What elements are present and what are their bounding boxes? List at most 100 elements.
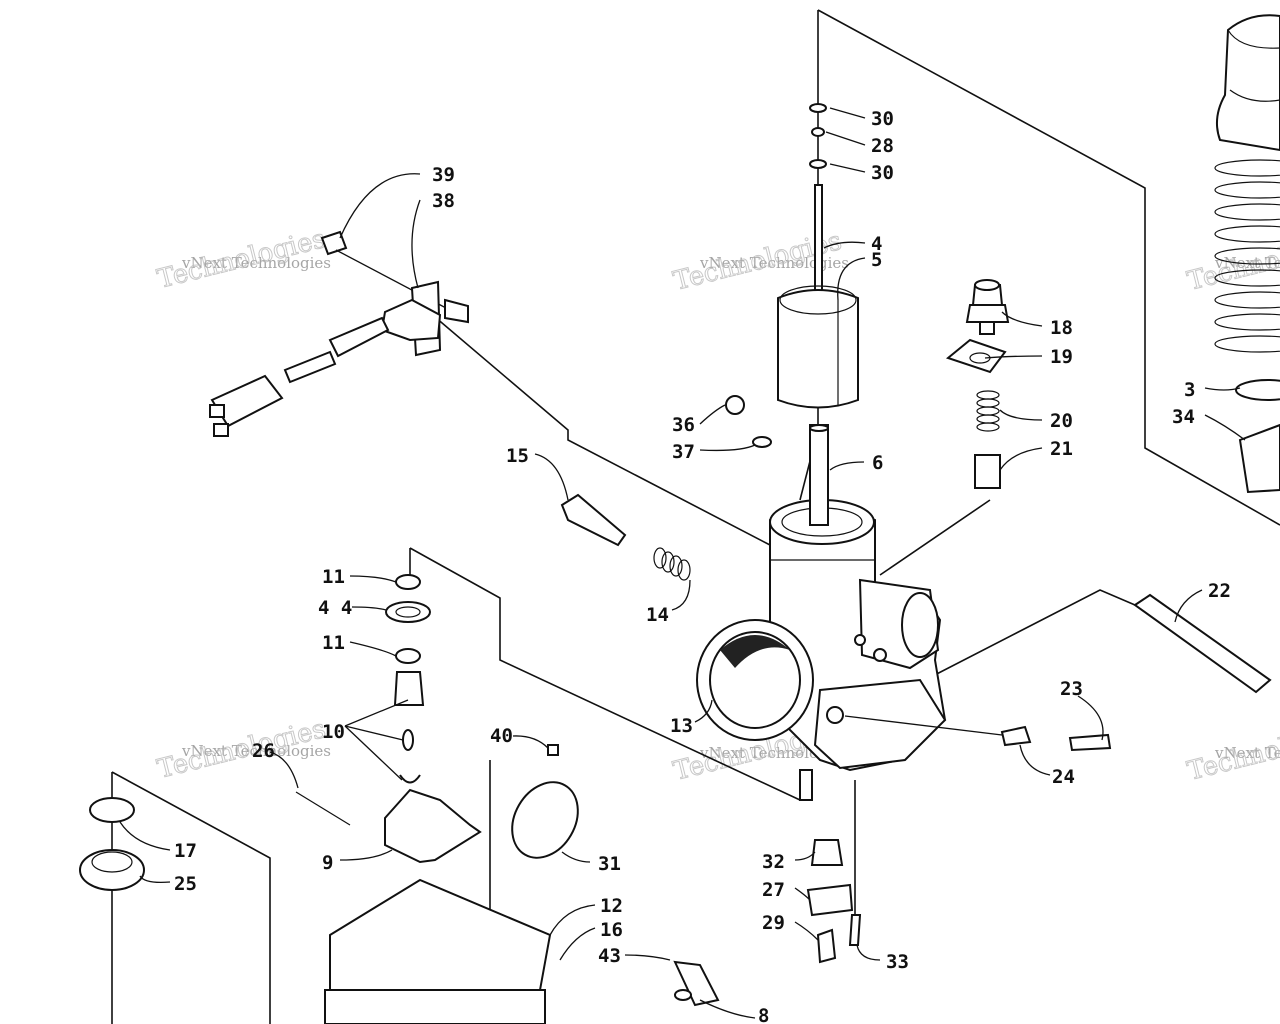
callout-37: 37 xyxy=(672,441,695,463)
float-parts xyxy=(511,744,579,859)
screw-36 xyxy=(725,395,745,415)
switch-wire xyxy=(328,316,390,358)
air-screw-spring xyxy=(976,390,1000,432)
idle-screw-parts xyxy=(560,395,772,581)
callout-22: 22 xyxy=(1208,580,1231,602)
callout-43: 43 xyxy=(598,945,621,967)
throttle-switch-assembly xyxy=(209,230,469,437)
washer-11a xyxy=(395,574,421,590)
air-screw-washer xyxy=(945,338,1007,374)
callout-44: 4 4 xyxy=(318,597,352,619)
callout-24: 24 xyxy=(1052,766,1075,788)
idle-adjust-screw xyxy=(1000,725,1032,747)
needle-washer xyxy=(809,159,827,169)
vent-hose-parts xyxy=(844,593,1272,752)
watermark-text: Technologies xyxy=(154,224,328,295)
carburetor-body xyxy=(696,499,947,801)
needle-valve-seat xyxy=(393,671,425,706)
callout-21: 21 xyxy=(1050,438,1073,460)
float-bowl-parts xyxy=(324,878,720,1024)
callout-labels: 39 38 30 28 30 4 5 18 19 20 21 3 34 36 3… xyxy=(174,108,1231,1024)
gasket-17 xyxy=(89,797,135,823)
callout-6: 6 xyxy=(872,452,883,474)
jet-27 xyxy=(806,883,854,917)
callout-15: 15 xyxy=(506,445,529,467)
watermark-text: vNext Technologies xyxy=(181,254,331,272)
throttle-stop-spring xyxy=(653,547,691,581)
callout-10: 10 xyxy=(322,721,345,743)
return-spring xyxy=(1214,159,1280,353)
callout-25: 25 xyxy=(174,873,197,895)
drain-plug-25 xyxy=(79,849,145,891)
callout-28: 28 xyxy=(871,135,894,157)
watermark-text: vNext Technologies xyxy=(1214,744,1280,762)
callout-19: 19 xyxy=(1050,346,1073,368)
callout-11: 11 xyxy=(322,566,345,588)
callout-20: 20 xyxy=(1050,410,1073,432)
jet-holder-32 xyxy=(810,839,844,866)
float-bowl xyxy=(324,989,546,1024)
float-arm xyxy=(384,788,482,864)
callout-32: 32 xyxy=(762,851,785,873)
o-ring-44 xyxy=(385,601,431,623)
callout-4: 4 xyxy=(871,233,882,255)
throttle-cable-adjuster xyxy=(1238,423,1280,494)
pilot-air-parts xyxy=(945,279,1010,489)
callout-3: 3 xyxy=(1184,379,1195,401)
drain-plug-parts xyxy=(79,797,145,891)
watermark-text: vNext Technologies xyxy=(699,254,849,272)
spring-seat-plate xyxy=(1235,379,1280,401)
air-screw-plug xyxy=(974,454,1001,489)
callout-23: 23 xyxy=(1060,678,1083,700)
watermark-text: vNext Technologies xyxy=(1214,254,1280,272)
main-jet-parts xyxy=(806,839,862,964)
pilot-jet-33 xyxy=(848,914,862,946)
callout-18: 18 xyxy=(1050,317,1073,339)
callout-27: 27 xyxy=(762,879,785,901)
needle-clip xyxy=(811,127,825,137)
carburetor-float xyxy=(511,781,579,859)
callout-40: 40 xyxy=(490,725,513,747)
float-pin xyxy=(295,791,351,826)
watermark-text: Technologies xyxy=(154,714,328,785)
leader-lines xyxy=(119,107,1246,1019)
washer-37 xyxy=(752,436,772,448)
bowl-gasket xyxy=(329,878,552,991)
throttle-slide-parts xyxy=(777,103,859,526)
needle-valve xyxy=(402,729,414,751)
needle-washer xyxy=(809,103,827,113)
callout-34: 34 xyxy=(1172,406,1195,428)
callout-5: 5 xyxy=(871,249,882,271)
float-cap-40 xyxy=(547,744,559,756)
switch-connector xyxy=(210,374,284,428)
callout-33: 33 xyxy=(886,951,909,973)
assembly-frame-lines xyxy=(111,9,1280,1024)
callout-16: 16 xyxy=(600,919,623,941)
vent-hose xyxy=(1133,593,1272,694)
needle-jet xyxy=(809,424,829,526)
screw-23 xyxy=(1068,733,1112,752)
callout-36: 36 xyxy=(672,414,695,436)
watermark-text: vNext Technologies xyxy=(181,742,331,760)
throttle-slide xyxy=(777,289,859,409)
callout-12: 12 xyxy=(600,895,623,917)
callout-11: 11 xyxy=(322,632,345,654)
callout-14: 14 xyxy=(646,604,669,626)
callout-29: 29 xyxy=(762,912,785,934)
callout-31: 31 xyxy=(598,853,621,875)
callout-39: 39 xyxy=(432,164,455,186)
throttle-stop-screw xyxy=(560,493,627,547)
callout-9: 9 xyxy=(322,852,333,874)
callout-13: 13 xyxy=(670,715,693,737)
watermark-text: Technologies xyxy=(1184,716,1280,787)
jet-29 xyxy=(816,928,837,964)
callout-26: 26 xyxy=(252,740,275,762)
callout-38: 38 xyxy=(432,190,455,212)
callout-30: 30 xyxy=(871,108,894,130)
washer-11b xyxy=(395,648,421,664)
callout-8: 8 xyxy=(758,1005,769,1024)
callout-30: 30 xyxy=(871,162,894,184)
slide-spring-assembly xyxy=(1214,14,1280,494)
callout-17: 17 xyxy=(174,840,197,862)
